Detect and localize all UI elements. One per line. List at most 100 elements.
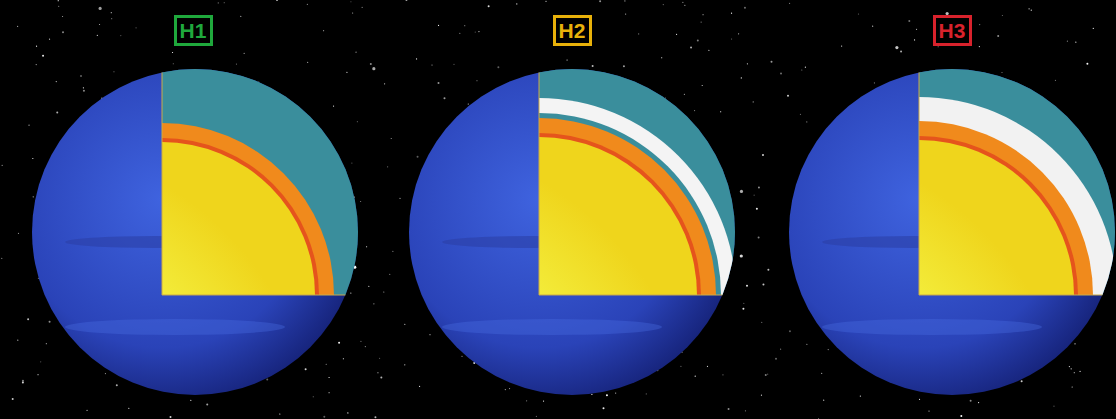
star [1071, 368, 1072, 369]
star [789, 3, 790, 4]
star [307, 4, 308, 5]
star [505, 389, 506, 390]
star [767, 269, 769, 271]
star [1021, 380, 1023, 382]
star [900, 50, 902, 52]
star [276, 0, 278, 1]
star [661, 57, 662, 58]
star [404, 364, 405, 365]
star [695, 376, 696, 377]
star [789, 330, 791, 332]
star [916, 29, 917, 30]
star [355, 52, 356, 53]
star [765, 374, 767, 376]
star [360, 201, 361, 202]
star [1069, 366, 1070, 367]
star [62, 31, 64, 33]
star [919, 399, 920, 400]
star [1093, 28, 1094, 29]
star [419, 386, 420, 387]
star [536, 416, 537, 417]
star [326, 364, 327, 365]
star [206, 404, 208, 406]
star [343, 358, 344, 359]
star [374, 416, 376, 418]
star [86, 410, 87, 411]
star [12, 398, 14, 400]
star [762, 283, 764, 285]
star [387, 166, 388, 167]
star [753, 101, 754, 102]
star [603, 407, 605, 409]
star [362, 7, 363, 8]
star [116, 384, 118, 386]
star [623, 65, 625, 67]
star [599, 0, 601, 2]
hypothesis-label-box: H3 [933, 15, 972, 46]
star [461, 356, 462, 357]
star [828, 349, 829, 350]
planet-cutaway [0, 52, 405, 419]
star [36, 46, 37, 47]
star [478, 31, 479, 32]
star [323, 30, 324, 31]
star [624, 0, 625, 1]
star [338, 342, 340, 344]
star [762, 154, 764, 156]
cloud-band [822, 319, 1042, 335]
star [37, 374, 38, 375]
star [111, 12, 112, 13]
star [40, 361, 41, 362]
star [823, 400, 824, 401]
star [684, 94, 685, 95]
star [333, 106, 334, 107]
star [379, 358, 380, 359]
star [702, 85, 703, 86]
star [236, 63, 237, 64]
star [708, 50, 709, 51]
star [979, 24, 980, 25]
star [468, 103, 469, 104]
star [128, 408, 129, 409]
star [1074, 372, 1075, 373]
star [244, 53, 245, 54]
star [49, 321, 51, 323]
interior-layer [0, 123, 334, 419]
star [80, 75, 82, 77]
star [431, 64, 432, 65]
star [1001, 72, 1002, 73]
star [615, 393, 616, 394]
star [731, 38, 732, 39]
star [328, 377, 329, 378]
star [240, 16, 241, 17]
star [780, 72, 782, 74]
star [997, 35, 999, 37]
hypothesis-label: H1 [180, 20, 207, 41]
star [351, 162, 352, 163]
star [360, 341, 361, 342]
star [18, 233, 19, 234]
star [1072, 386, 1073, 387]
star [405, 0, 407, 1]
cut-edge [162, 294, 345, 296]
star [27, 318, 29, 320]
cut-edge [538, 72, 540, 295]
star [526, 400, 527, 401]
star [761, 322, 762, 323]
star [22, 380, 24, 382]
star [2, 165, 3, 166]
star [99, 24, 100, 25]
star [805, 67, 806, 68]
star [806, 121, 807, 122]
star [365, 346, 366, 347]
star [740, 190, 743, 193]
star [17, 26, 18, 27]
star [745, 410, 746, 411]
star [806, 344, 807, 345]
star [1067, 41, 1068, 42]
star [170, 416, 172, 418]
star [928, 410, 929, 411]
star [592, 65, 594, 67]
star [625, 14, 626, 15]
